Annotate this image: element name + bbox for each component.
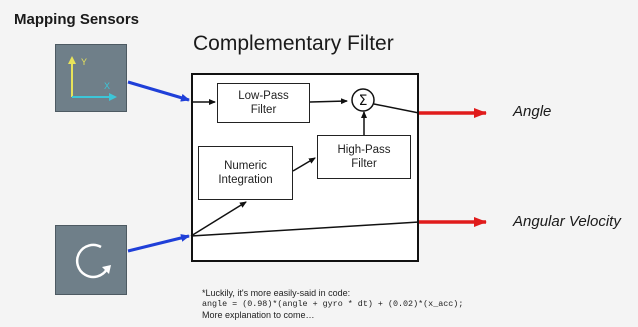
page-title: Mapping Sensors: [14, 11, 140, 28]
gyroscope-sensor: [55, 225, 127, 295]
footnote-code: angle = (0.98)*(angle + gyro * dt) + (0.…: [202, 299, 464, 309]
axis-x-label: X: [104, 81, 110, 91]
high-pass-filter-block: High-Pass Filter: [317, 135, 411, 179]
rotation-arrow-icon: [75, 243, 111, 279]
footnote-more: More explanation to come…: [202, 310, 315, 320]
wire-lowpass-to-sum: [309, 98, 348, 105]
gyro-input-arrow: [127, 234, 190, 253]
axis-y-label: Y: [81, 57, 87, 67]
wire-to-integration: [190, 201, 247, 237]
numeric-integration-block: Numeric Integration: [198, 146, 293, 200]
sum-symbol: Σ: [359, 93, 368, 109]
wire-sum-to-output: [373, 103, 420, 114]
accelerometer-sensor: Y X: [55, 44, 127, 112]
angle-output-label: Angle: [513, 103, 552, 120]
diagram-title: Complementary Filter: [193, 32, 394, 55]
accel-input-arrow: [127, 80, 190, 102]
footnote-intro: *Luckily, it's more easily-said in code:: [202, 288, 351, 298]
wire-integration-to-highpass: [292, 157, 316, 172]
accelerometer-axes-icon: Y X: [68, 56, 117, 101]
low-pass-filter-block: Low-Pass Filter: [217, 83, 310, 123]
summing-junction: [351, 88, 375, 112]
wire-gyro-through: [190, 221, 420, 237]
footnote: *Luckily, it's more easily-said in code:…: [202, 288, 463, 321]
angular-velocity-output-label: Angular Velocity: [513, 213, 621, 230]
